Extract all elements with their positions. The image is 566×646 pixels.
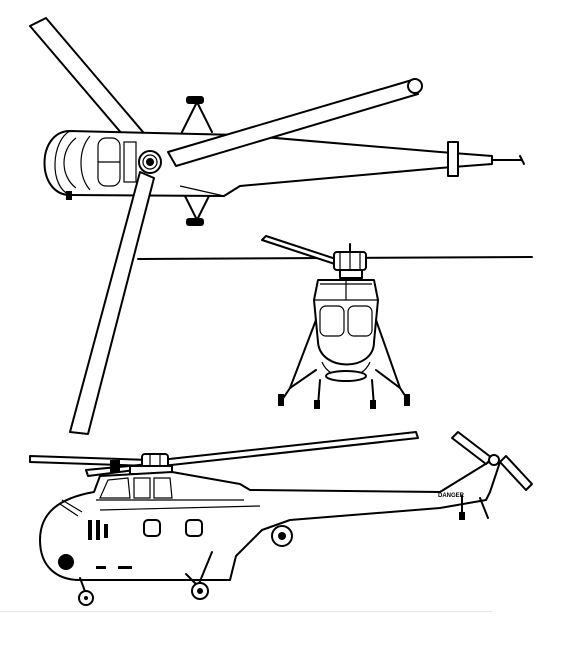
top-view-landing-gear [181, 96, 213, 226]
side-view-landing-gear [78, 551, 213, 606]
side-view-tail-rotor-blade-lower [499, 455, 533, 491]
front-view-landing-gear [278, 319, 410, 409]
side-view-cabin-windows [143, 519, 203, 537]
top-view [29, 17, 525, 435]
tail-danger-label: DANGER [438, 493, 465, 499]
top-view-rotor-blade-lower [69, 171, 155, 435]
side-view-rotor-blades [29, 431, 419, 477]
side-view-fuselage [39, 459, 501, 581]
front-view [137, 235, 533, 409]
top-view-fuselage [43, 130, 493, 197]
bottom-divider [0, 611, 492, 612]
top-view-cockpit-glazing [63, 135, 137, 191]
front-view-fuselage [313, 279, 379, 366]
side-view-tail-rotor-blade-upper [451, 431, 493, 465]
top-view-rotor-hub [138, 150, 162, 174]
side-view-canopy [96, 477, 261, 511]
front-view-rotor-head [333, 243, 367, 279]
side-view-rotor-head [110, 453, 173, 475]
top-view-rotor-blade-right [167, 79, 419, 167]
side-view-tail: DANGER [438, 431, 533, 520]
side-view: DANGER [29, 431, 533, 606]
side-view-nose [58, 499, 108, 570]
front-view-windscreen [319, 305, 373, 337]
top-view-tail-rotor [447, 141, 525, 177]
side-view-roundel [271, 525, 293, 547]
